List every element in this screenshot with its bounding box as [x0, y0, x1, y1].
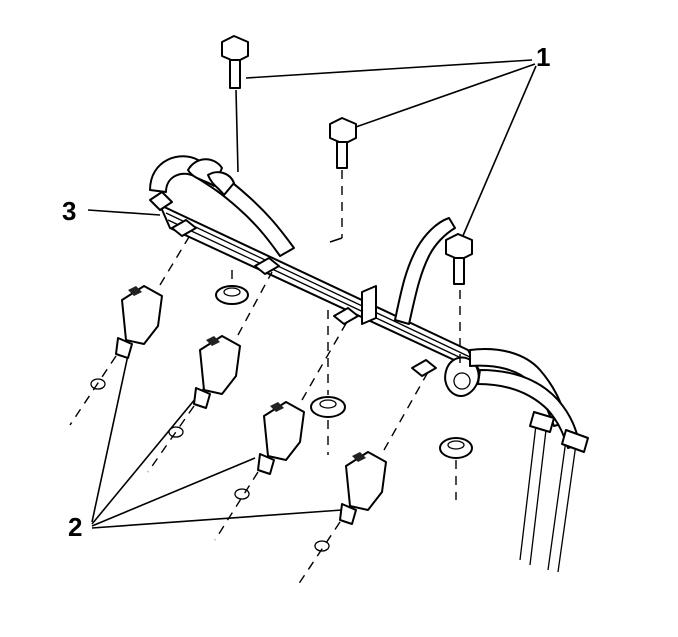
- fuel-injector-3: [214, 319, 349, 541]
- leader-line-callout-3: [87, 209, 161, 216]
- fuel-rail: [149, 191, 481, 397]
- bolt-3: [445, 233, 473, 365]
- leader-lines-callout-2: [91, 354, 343, 529]
- spacers: [215, 270, 473, 500]
- callout-label-2: 2: [68, 512, 83, 542]
- callout-label-3: 3: [62, 196, 77, 226]
- bolt-1: [221, 35, 249, 173]
- fuel-injector-4: [297, 371, 429, 586]
- fuel-hoses: [149, 155, 589, 573]
- callout-label-1: 1: [536, 42, 551, 72]
- fuel-injector-2: [147, 271, 273, 473]
- leader-lines-callout-1: [245, 59, 537, 239]
- bolt-2: [329, 117, 357, 243]
- fuel-injector-1: [69, 231, 193, 426]
